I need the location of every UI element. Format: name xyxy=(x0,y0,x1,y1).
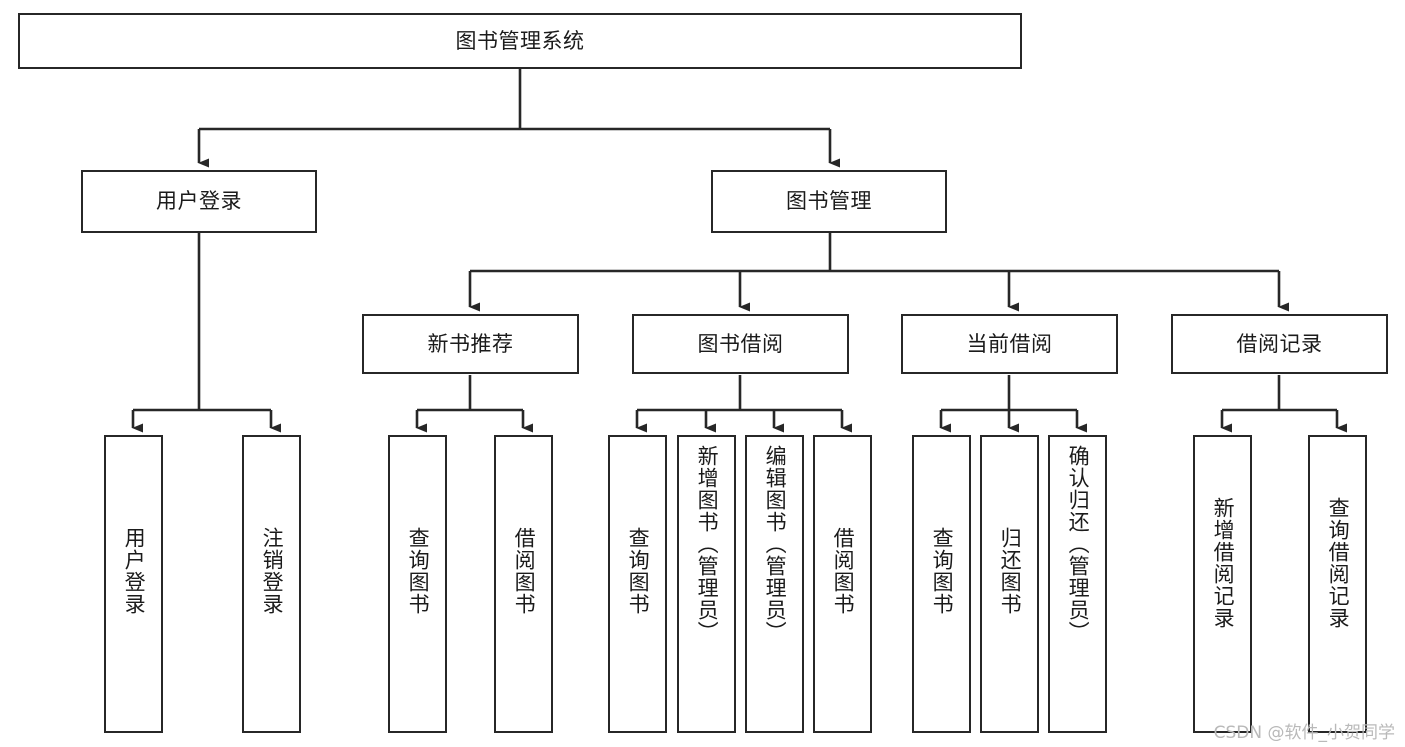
node-leaf-query-book-borrow[interactable]: 查询图书 xyxy=(608,435,667,733)
node-book-management[interactable]: 图书管理 xyxy=(711,170,947,233)
node-leaf-return-book-label: 归还图书 xyxy=(998,527,1023,615)
node-leaf-confirm-return-label: 确认归还（管理员） xyxy=(1066,445,1091,643)
node-leaf-query-book-rec[interactable]: 查询图书 xyxy=(388,435,447,733)
node-new-book-recommend-label: 新书推荐 xyxy=(427,331,514,356)
node-user-login[interactable]: 用户登录 xyxy=(81,170,317,233)
node-leaf-add-record-label: 新增借阅记录 xyxy=(1211,497,1236,629)
node-root-label: 图书管理系统 xyxy=(455,28,585,53)
node-leaf-edit-book[interactable]: 编辑图书（管理员） xyxy=(745,435,804,733)
node-leaf-confirm-return[interactable]: 确认归还（管理员） xyxy=(1048,435,1107,733)
node-user-login-label: 用户登录 xyxy=(156,189,242,214)
node-book-management-label: 图书管理 xyxy=(786,189,872,214)
watermark: CSDN @软件_小贺同学 xyxy=(1213,723,1395,743)
node-borrow-record-label: 借阅记录 xyxy=(1236,331,1323,356)
node-current-borrow-label: 当前借阅 xyxy=(966,331,1053,356)
node-leaf-borrow-book-rec-label: 借阅图书 xyxy=(512,527,537,615)
node-leaf-query-book-borrow-label: 查询图书 xyxy=(626,527,651,615)
node-leaf-query-book-current-label: 查询图书 xyxy=(930,527,955,615)
node-leaf-borrow-book-label: 借阅图书 xyxy=(831,527,856,615)
node-new-book-recommend[interactable]: 新书推荐 xyxy=(362,314,579,374)
node-leaf-query-book-current[interactable]: 查询图书 xyxy=(912,435,971,733)
node-leaf-return-book[interactable]: 归还图书 xyxy=(980,435,1039,733)
node-book-borrow-label: 图书借阅 xyxy=(697,331,784,356)
node-leaf-query-book-rec-label: 查询图书 xyxy=(406,527,431,615)
node-root[interactable]: 图书管理系统 xyxy=(18,13,1022,69)
node-leaf-edit-book-label: 编辑图书（管理员） xyxy=(763,445,788,643)
node-current-borrow[interactable]: 当前借阅 xyxy=(901,314,1118,374)
node-leaf-user-login-label: 用户登录 xyxy=(122,527,147,615)
node-book-borrow[interactable]: 图书借阅 xyxy=(632,314,849,374)
node-leaf-borrow-book-rec[interactable]: 借阅图书 xyxy=(494,435,553,733)
node-leaf-user-logout-label: 注销登录 xyxy=(260,527,285,615)
node-leaf-add-book-label: 新增图书（管理员） xyxy=(695,445,720,643)
node-leaf-user-logout[interactable]: 注销登录 xyxy=(242,435,301,733)
node-leaf-borrow-book[interactable]: 借阅图书 xyxy=(813,435,872,733)
node-leaf-query-record[interactable]: 查询借阅记录 xyxy=(1308,435,1367,733)
node-leaf-query-record-label: 查询借阅记录 xyxy=(1326,497,1351,629)
node-leaf-user-login[interactable]: 用户登录 xyxy=(104,435,163,733)
node-leaf-add-record[interactable]: 新增借阅记录 xyxy=(1193,435,1252,733)
node-borrow-record[interactable]: 借阅记录 xyxy=(1171,314,1388,374)
node-leaf-add-book[interactable]: 新增图书（管理员） xyxy=(677,435,736,733)
